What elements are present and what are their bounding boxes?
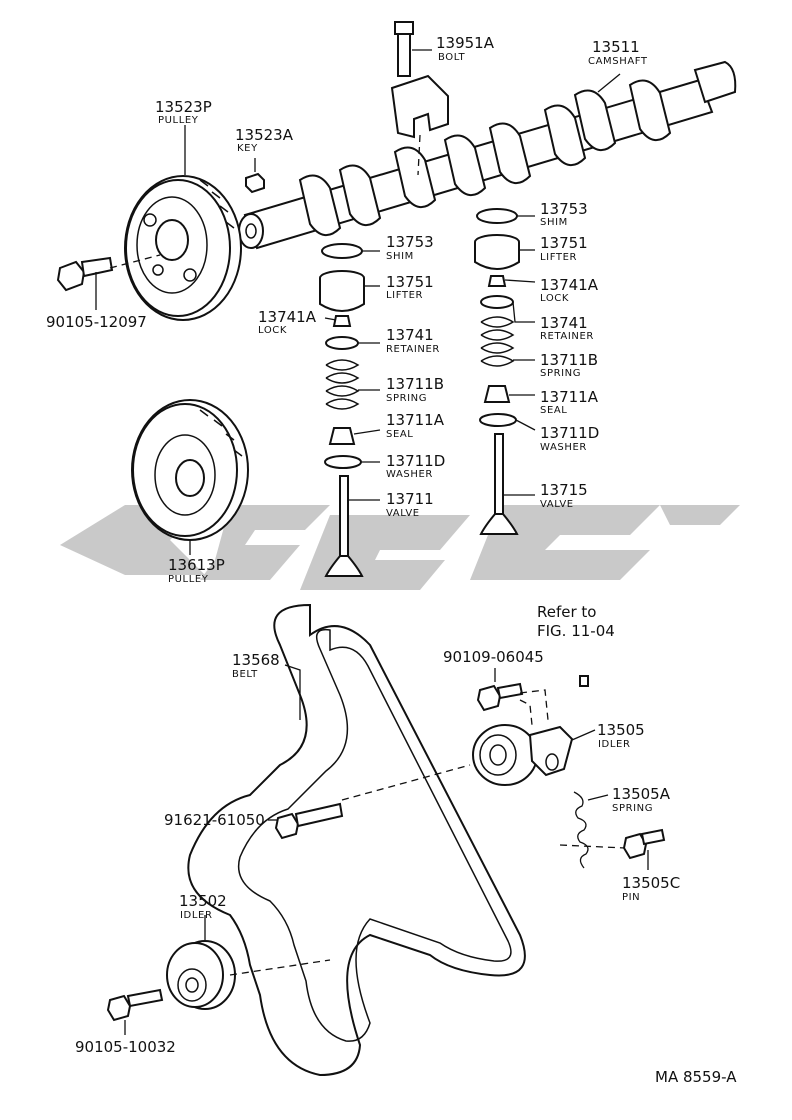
part-labels: 13951A BOLT 13511 CAMSHAFT 13523P PULLEY… (46, 34, 737, 1086)
label-idler-13505-name: IDLER (598, 739, 631, 750)
label-13951a-number: 13951A (436, 34, 495, 52)
label-90105-12097: 90105-12097 (46, 313, 147, 331)
label-retainer-r-name: RETAINER (540, 331, 594, 342)
label-lock-l-number: 13741A (258, 308, 317, 326)
label-shim-l-name: SHIM (386, 251, 414, 262)
label-spring-l-name: SPRING (386, 393, 427, 404)
label-washer-r-number: 13711D (540, 424, 599, 442)
label-valve-r-name: VALVE (540, 499, 574, 510)
label-seal-r-number: 13711A (540, 388, 599, 406)
bolt-90105-10032 (106, 988, 164, 1022)
label-13523p-name: PULLEY (158, 115, 199, 126)
label-90105-10032: 90105-10032 (75, 1038, 176, 1056)
label-key-number: 13523A (235, 126, 294, 144)
label-valve-l-name: VALVE (386, 508, 420, 519)
label-13523p-number: 13523P (155, 98, 212, 116)
leader-lines (95, 49, 649, 1035)
label-seal-r-name: SEAL (540, 405, 567, 416)
label-13613p-number: 13613P (168, 556, 225, 574)
valve-stack-left (319, 243, 365, 577)
label-lifter-r-name: LIFTER (540, 252, 577, 263)
label-belt-name: BELT (232, 669, 258, 680)
label-spring-l-number: 13711B (386, 375, 444, 393)
label-retainer-l-number: 13741 (386, 326, 434, 344)
alignment-lines (109, 134, 626, 976)
label-washer-l-number: 13711D (386, 452, 445, 470)
idler-13502 (166, 940, 236, 1010)
label-lifter-r-number: 13751 (540, 234, 588, 252)
label-spring-r-number: 13711B (540, 351, 598, 369)
label-lock-r-name: LOCK (540, 293, 569, 304)
bolt-90109-06045 (476, 682, 524, 712)
label-spring-13505a-number: 13505A (612, 785, 671, 803)
label-lock-l-name: LOCK (258, 325, 287, 336)
label-washer-l-name: WASHER (386, 469, 433, 480)
pin-ref (579, 675, 589, 687)
idler-13505 (472, 724, 574, 786)
spring-13505a (573, 791, 589, 869)
label-spring-13505a-name: SPRING (612, 803, 653, 814)
bolt-90105-12097 (56, 256, 114, 292)
label-shim-l-number: 13753 (386, 233, 434, 251)
label-idler-13502-number: 13502 (179, 892, 227, 910)
label-retainer-r-number: 13741 (540, 314, 588, 332)
timing-belt (187, 603, 526, 1077)
reference-line-1: Refer to (537, 603, 596, 621)
label-shim-r-number: 13753 (540, 200, 588, 218)
key (245, 172, 265, 194)
label-13613p-name: PULLEY (168, 574, 209, 585)
label-idler-13502-name: IDLER (180, 910, 213, 921)
label-retainer-l-name: RETAINER (386, 344, 440, 355)
label-90109-06045: 90109-06045 (443, 648, 544, 666)
label-valve-l-number: 13711 (386, 490, 434, 508)
label-pin-13505c-name: PIN (622, 892, 640, 903)
crankshaft-pulley (131, 399, 249, 541)
label-lifter-l-name: LIFTER (386, 290, 423, 301)
label-13951a-name: BOLT (438, 52, 466, 63)
label-washer-r-name: WASHER (540, 442, 587, 453)
label-key-name: KEY (237, 143, 258, 154)
label-lifter-l-number: 13751 (386, 273, 434, 291)
label-lock-r-number: 13741A (540, 276, 599, 294)
label-seal-l-number: 13711A (386, 411, 445, 429)
label-spring-r-name: SPRING (540, 368, 581, 379)
camshaft (238, 60, 737, 250)
label-belt-number: 13568 (232, 651, 280, 669)
camshaft-pulley (124, 175, 242, 321)
valve-stack-right (474, 208, 520, 535)
label-idler-13505-number: 13505 (597, 721, 645, 739)
label-pin-13505c-number: 13505C (622, 874, 680, 892)
label-91621-61050: 91621-61050 (164, 811, 265, 829)
bearing-cap-bolt (390, 21, 449, 139)
label-camshaft-name: CAMSHAFT (588, 56, 648, 67)
figure-code: MA 8559-A (655, 1068, 737, 1086)
label-shim-r-name: SHIM (540, 217, 568, 228)
label-seal-l-name: SEAL (386, 429, 413, 440)
bolt-91621-61050 (274, 802, 344, 840)
pin-13505c (622, 828, 666, 860)
label-camshaft-number: 13511 (592, 38, 640, 56)
reference-line-2: FIG. 11-04 (537, 622, 615, 640)
label-valve-r-number: 13715 (540, 481, 588, 499)
